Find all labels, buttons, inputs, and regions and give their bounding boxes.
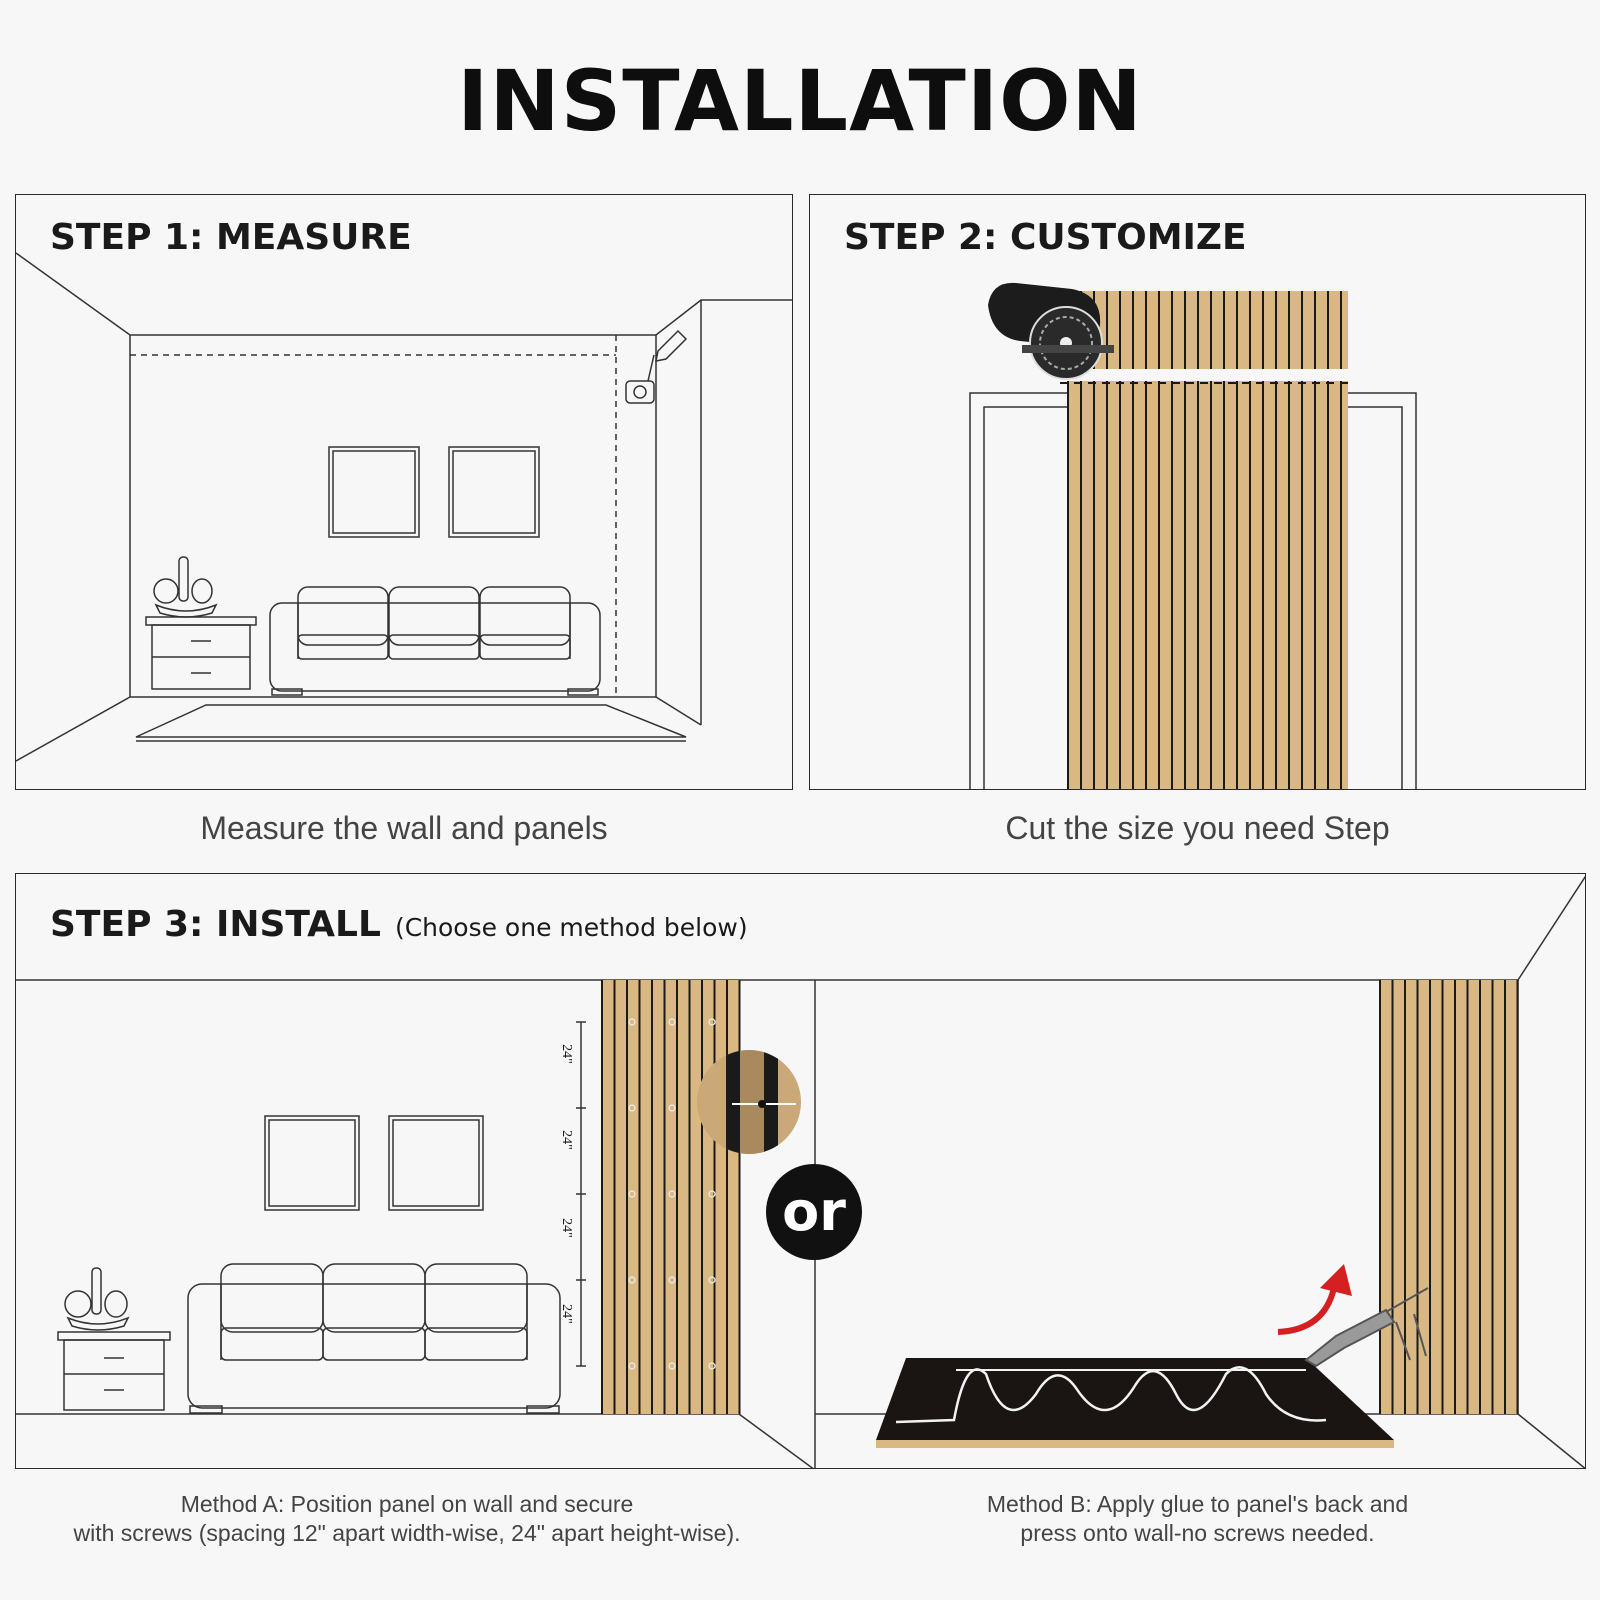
step1-panel: STEP 1: MEASURE: [15, 194, 793, 790]
step1-caption: Measure the wall and panels: [200, 810, 608, 846]
spacing-label-4: 24": [558, 1304, 574, 1324]
step3-panel: STEP 3: INSTALL (Choose one method below): [15, 873, 1586, 1469]
step2-panel: STEP 2: CUSTOMIZE: [809, 194, 1586, 790]
arrow-up-icon: [1277, 1264, 1352, 1335]
wood-panel-method-b: [1380, 980, 1518, 1414]
spacing-label-3: 24": [558, 1218, 574, 1238]
screw-icon: [697, 1050, 801, 1154]
step3-heading: STEP 3: INSTALL (Choose one method below): [50, 904, 748, 945]
page-title: INSTALLATION: [457, 52, 1143, 150]
spacing-label-2: 24": [558, 1130, 574, 1150]
spacing-label-1: 24": [558, 1044, 574, 1064]
step2-caption: Cut the size you need Step: [1005, 810, 1390, 846]
method-a-caption: Method A: Position panel on wall and sec…: [15, 1490, 799, 1548]
method-a-line1: Method A: Position panel on wall and sec…: [180, 1491, 634, 1517]
step1-room-illustration: [16, 252, 792, 762]
step1-heading: STEP 1: MEASURE: [50, 217, 412, 258]
step2-doorway-illustration: [969, 282, 1417, 789]
tape-measure-icon: [625, 354, 655, 404]
method-b-caption: Method B: Apply glue to panel's back and…: [809, 1490, 1586, 1548]
step3-heading-text: STEP 3: INSTALL: [50, 904, 381, 945]
step3-illustration: [16, 875, 1585, 1468]
method-a-line2: with screws (spacing 12" apart width-wis…: [73, 1520, 741, 1546]
or-badge: or: [766, 1164, 862, 1260]
wood-panel-upper: [1068, 291, 1348, 369]
wood-panel-lower: [1068, 381, 1348, 789]
circular-saw-icon: [988, 282, 1114, 380]
step3-subheading: (Choose one method below): [394, 913, 748, 942]
caulk-gun-icon: [1304, 1287, 1429, 1368]
method-b-line1: Method B: Apply glue to panel's back and: [986, 1491, 1409, 1517]
method-b-line2: press onto wall-no screws needed.: [1020, 1520, 1375, 1546]
pencil-icon: [655, 329, 688, 362]
glued-panel: [876, 1358, 1394, 1448]
step2-heading: STEP 2: CUSTOMIZE: [844, 217, 1247, 258]
